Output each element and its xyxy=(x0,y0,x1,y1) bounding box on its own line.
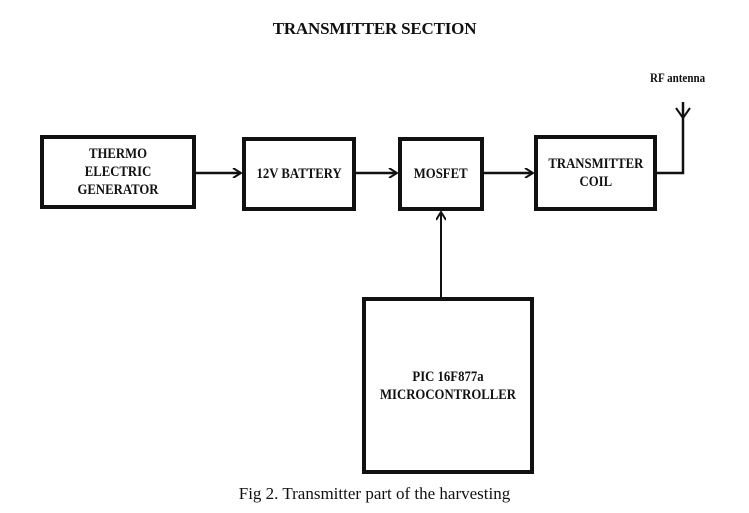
antenna-icon xyxy=(675,107,691,120)
wire-coil-to-antenna xyxy=(656,102,685,175)
block-label: 12V BATTERY xyxy=(256,166,342,182)
figure-caption: Fig 2. Transmitter part of the harvestin… xyxy=(238,484,511,503)
block-label: PIC 16F877a MICROCONTROLLER xyxy=(379,368,516,403)
block-pic-microcontroller: PIC 16F877a MICROCONTROLLER xyxy=(362,297,534,474)
block-label: MOSFET xyxy=(414,166,468,182)
block-label: TRANSMITTER COIL xyxy=(548,156,643,190)
block-12v-battery: 12V BATTERY xyxy=(242,137,356,211)
diagram-title: TRANSMITTER SECTION xyxy=(272,19,477,38)
block-mosfet: MOSFET xyxy=(398,137,484,211)
block-label: THERMO ELECTRIC GENERATOR xyxy=(77,146,159,198)
antenna-label: RF antenna xyxy=(650,70,706,85)
block-thermo-electric-generator: THERMO ELECTRIC GENERATOR xyxy=(40,135,196,209)
block-transmitter-coil: TRANSMITTER COIL xyxy=(534,135,657,211)
